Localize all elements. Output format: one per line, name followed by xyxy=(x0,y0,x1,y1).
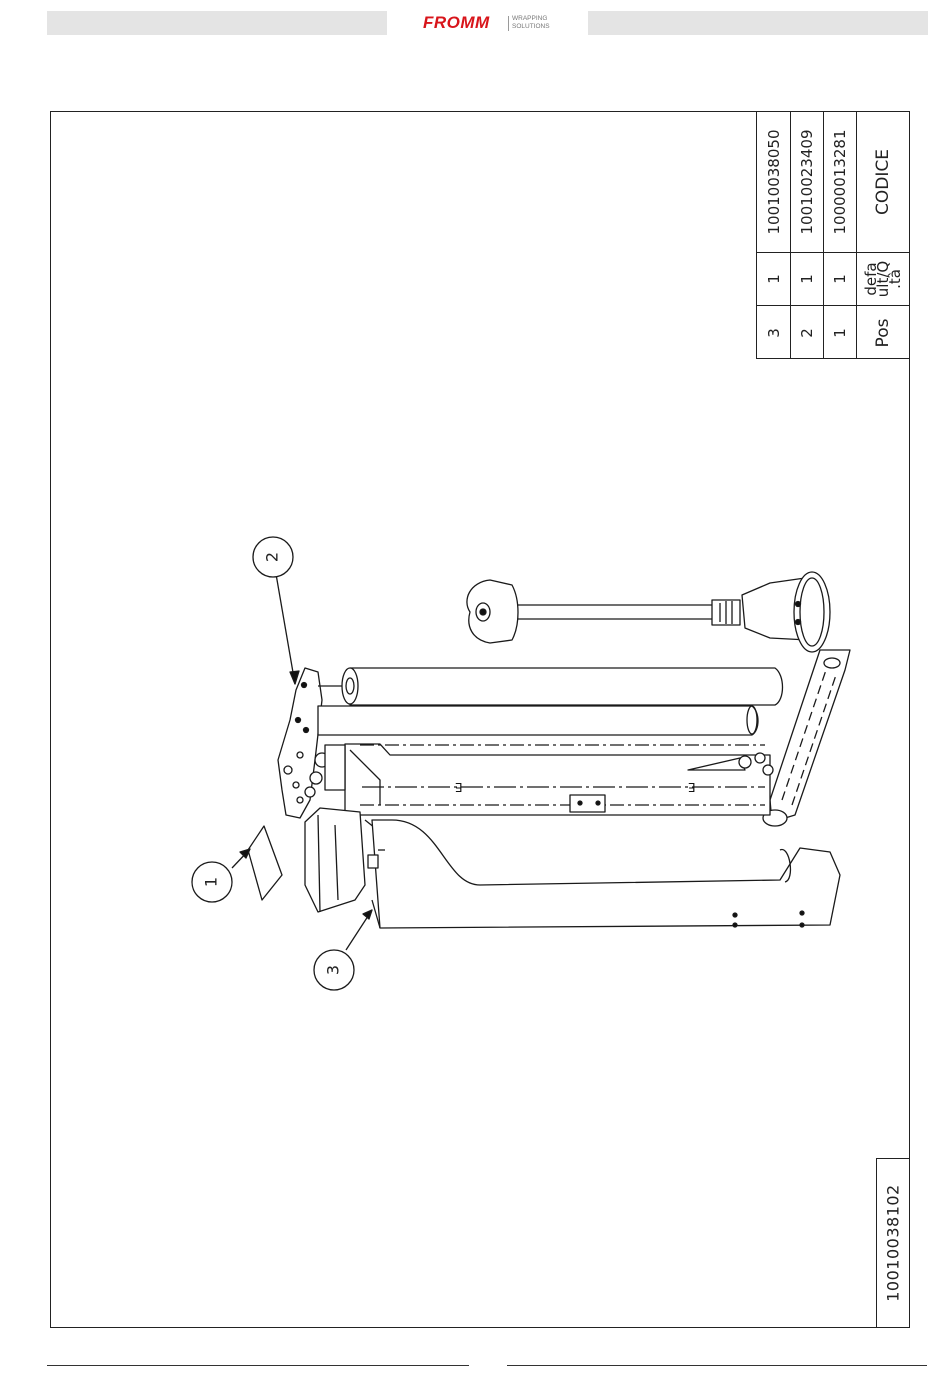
mounting-plate xyxy=(278,668,322,818)
callout-3: 3 xyxy=(324,965,343,975)
label-plate xyxy=(248,826,282,900)
svg-text:ꓱ: ꓱ xyxy=(455,781,463,795)
svg-text:ꓱ: ꓱ xyxy=(688,781,696,795)
roller-middle xyxy=(318,706,758,735)
document-number-box: 10010038102 xyxy=(876,1158,910,1328)
lower-tray xyxy=(368,820,840,928)
footer-line-right xyxy=(507,1365,927,1366)
motor-box xyxy=(305,808,378,912)
roller-upper xyxy=(318,668,783,705)
film-carriage-frame: ꓱ ꓱ xyxy=(345,744,770,815)
spindle-cone xyxy=(467,572,830,652)
callout-2: 2 xyxy=(263,552,282,562)
document-number: 10010038102 xyxy=(884,1184,903,1301)
footer-line-left xyxy=(47,1365,469,1366)
callout-1: 1 xyxy=(202,877,221,887)
